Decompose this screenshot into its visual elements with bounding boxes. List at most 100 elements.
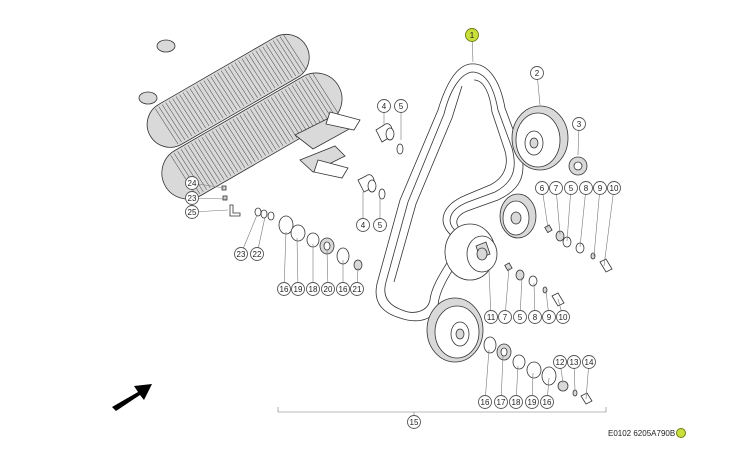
callout-leader — [566, 187, 572, 242]
callout-leader — [555, 187, 561, 235]
callout-9: 9 — [542, 310, 556, 324]
callout-leader — [593, 187, 601, 257]
callout-16: 16 — [540, 395, 554, 409]
callout-1: 1 — [465, 28, 479, 42]
callout-label: 5 — [569, 184, 574, 193]
grease-nipple-assembly — [221, 185, 275, 221]
callout-label: 9 — [598, 184, 603, 193]
callout-label: 7 — [554, 184, 559, 193]
roller-assembly — [138, 33, 361, 200]
callout-14: 14 — [582, 355, 596, 369]
drawing-reference-text: E0102 6205A790B — [608, 428, 676, 438]
callout-label: 20 — [324, 285, 333, 294]
callout-10: 10 — [556, 310, 570, 324]
spacer-sleeve-upper — [375, 123, 395, 143]
callout-label: 4 — [361, 221, 366, 230]
callout-18: 18 — [509, 395, 523, 409]
callout-label: 10 — [610, 184, 619, 193]
callout-15: 15 — [407, 415, 421, 429]
callout-leader — [283, 231, 287, 290]
callout-17: 17 — [494, 395, 508, 409]
callout-6: 6 — [535, 181, 549, 195]
callout-label: 24 — [188, 179, 197, 188]
callout-5: 5 — [394, 99, 408, 113]
callout-label: 17 — [497, 398, 506, 407]
callout-label: 6 — [540, 184, 545, 193]
callout-13: 13 — [567, 355, 581, 369]
callout-23: 23 — [185, 191, 199, 205]
callout-label: 16 — [280, 285, 289, 294]
callout-label: 5 — [399, 102, 404, 111]
callout-5: 5 — [564, 181, 578, 195]
callout-4: 4 — [377, 99, 391, 113]
callout-22: 22 — [250, 247, 264, 261]
shaft-hardware-lower — [483, 336, 593, 405]
callout-3: 3 — [572, 117, 586, 131]
callout-label: 22 — [253, 250, 262, 259]
callout-label: 14 — [585, 358, 594, 367]
roller-end-cap-icon — [138, 91, 158, 105]
callout-label: 5 — [518, 313, 523, 322]
shaft-hardware-middle-right — [504, 262, 565, 307]
callout-label: 21 — [353, 285, 362, 294]
callout-25: 25 — [185, 205, 199, 219]
callout-20: 20 — [321, 282, 335, 296]
callout-label: 18 — [309, 285, 318, 294]
spacer-sleeve-lower — [357, 174, 377, 193]
callout-8: 8 — [528, 310, 542, 324]
upper-pulley — [511, 105, 569, 171]
callout-leader — [504, 267, 510, 318]
callout-label: 8 — [533, 313, 538, 322]
callout-label: 12 — [556, 358, 565, 367]
callout-11: 11 — [484, 310, 498, 324]
assembly-bracket-15 — [277, 407, 607, 413]
callout-leader — [579, 187, 587, 248]
callout-5: 5 — [373, 218, 387, 232]
callout-label: 19 — [528, 398, 537, 407]
callout-label: 18 — [512, 398, 521, 407]
callout-2: 2 — [530, 66, 544, 80]
callout-label: 25 — [188, 208, 197, 217]
callout-21: 21 — [350, 282, 364, 296]
callout-23: 23 — [234, 247, 248, 261]
shaft-hardware-left — [278, 215, 363, 271]
idler-pulley — [499, 193, 537, 239]
bearing-nut — [568, 156, 588, 176]
callout-label: 4 — [382, 102, 387, 111]
callout-label: 7 — [503, 313, 508, 322]
callout-leader — [484, 349, 490, 403]
callout-label: 8 — [584, 184, 589, 193]
callout-leader — [240, 214, 258, 255]
callout-label: 13 — [570, 358, 579, 367]
callout-5: 5 — [513, 310, 527, 324]
callout-leader — [500, 355, 504, 403]
callout-16: 16 — [478, 395, 492, 409]
callout-label: 11 — [487, 313, 496, 322]
callout-16: 16 — [277, 282, 291, 296]
callout-label: 23 — [188, 194, 197, 203]
callout-19: 19 — [291, 282, 305, 296]
callout-7: 7 — [498, 310, 512, 324]
callout-19: 19 — [525, 395, 539, 409]
ring-lower — [378, 188, 386, 200]
callout-label: 16 — [543, 398, 552, 407]
callout-4: 4 — [356, 218, 370, 232]
callout-8: 8 — [579, 181, 593, 195]
callout-leader — [603, 187, 615, 267]
roller-end-cap-icon — [156, 39, 176, 53]
callout-label: 15 — [410, 418, 419, 427]
callout-18: 18 — [306, 282, 320, 296]
callout-label: 2 — [535, 69, 540, 78]
ring-upper — [396, 143, 404, 155]
highlight-marker-icon — [676, 428, 687, 438]
callout-label: 9 — [547, 313, 552, 322]
callout-label: 5 — [378, 221, 383, 230]
callout-24: 24 — [185, 176, 199, 190]
lower-pulley — [426, 297, 484, 363]
callout-label: 16 — [481, 398, 490, 407]
callout-leader — [296, 237, 299, 290]
shaft-hardware-upper-right — [544, 224, 613, 273]
callout-label: 10 — [559, 313, 568, 322]
drawing-reference: E0102 6205A790B — [608, 428, 687, 438]
